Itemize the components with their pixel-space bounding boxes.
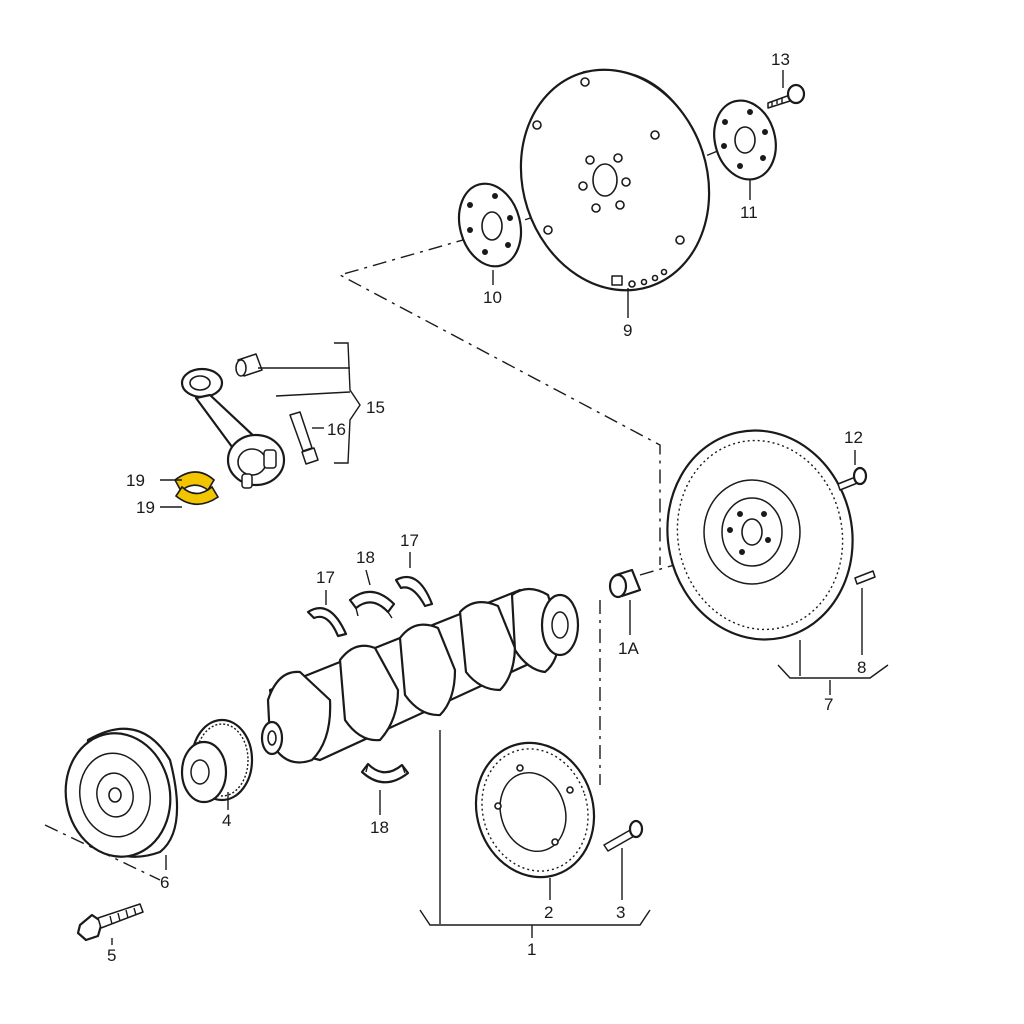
piston-pin-bushing xyxy=(235,353,263,377)
callout-17-left: 17 xyxy=(316,568,335,587)
main-bearing-shell-upper xyxy=(348,590,396,619)
callout-18-upper: 18 xyxy=(356,548,375,567)
sender-wheel-bolt xyxy=(603,819,644,852)
thrust-washer-left xyxy=(306,607,348,638)
callout-19-upper: 19 xyxy=(126,471,145,490)
flywheel xyxy=(666,429,854,641)
conrod-bolt xyxy=(289,411,319,465)
callout-5: 5 xyxy=(107,946,116,965)
callout-4: 4 xyxy=(222,811,231,830)
main-bearing-shell-lower xyxy=(360,762,410,784)
shim-plate-front xyxy=(457,182,523,268)
pilot-bushing xyxy=(608,568,642,599)
crankshaft xyxy=(260,587,580,764)
callout-9: 9 xyxy=(623,321,632,340)
sender-wheel xyxy=(474,741,596,879)
flexplate-bolt xyxy=(767,83,806,109)
callout-1a: 1A xyxy=(618,639,639,658)
leader-lines xyxy=(111,70,889,945)
callout-7: 7 xyxy=(824,695,833,714)
callout-11: 11 xyxy=(740,203,758,222)
callout-6: 6 xyxy=(160,873,169,892)
callout-10: 10 xyxy=(483,288,502,307)
crankshaft-sprocket xyxy=(180,718,254,804)
conrod-bearing-shells xyxy=(173,471,220,506)
damper-bolt xyxy=(76,903,144,942)
callout-18-lower: 18 xyxy=(370,818,389,837)
callout-17-right: 17 xyxy=(400,531,419,550)
thrust-washer-right xyxy=(394,575,434,608)
callout-13: 13 xyxy=(771,50,790,69)
shim-plate-rear xyxy=(713,99,777,181)
dowel-pin xyxy=(854,570,876,585)
callout-12: 12 xyxy=(844,428,863,447)
connecting-rod xyxy=(180,367,286,489)
flywheel-bolt xyxy=(837,466,868,491)
callout-1: 1 xyxy=(527,940,536,959)
callout-8: 8 xyxy=(857,658,866,677)
callout-19-lower: 19 xyxy=(136,498,155,517)
callout-2: 2 xyxy=(544,903,553,922)
callout-3: 3 xyxy=(616,903,625,922)
callout-labels: 13 11 10 9 15 16 19 19 17 18 17 18 1A 12… xyxy=(107,50,866,965)
callout-16: 16 xyxy=(327,420,346,439)
vibration-damper xyxy=(64,727,179,858)
flexplate xyxy=(519,68,711,292)
callout-15: 15 xyxy=(366,398,385,417)
